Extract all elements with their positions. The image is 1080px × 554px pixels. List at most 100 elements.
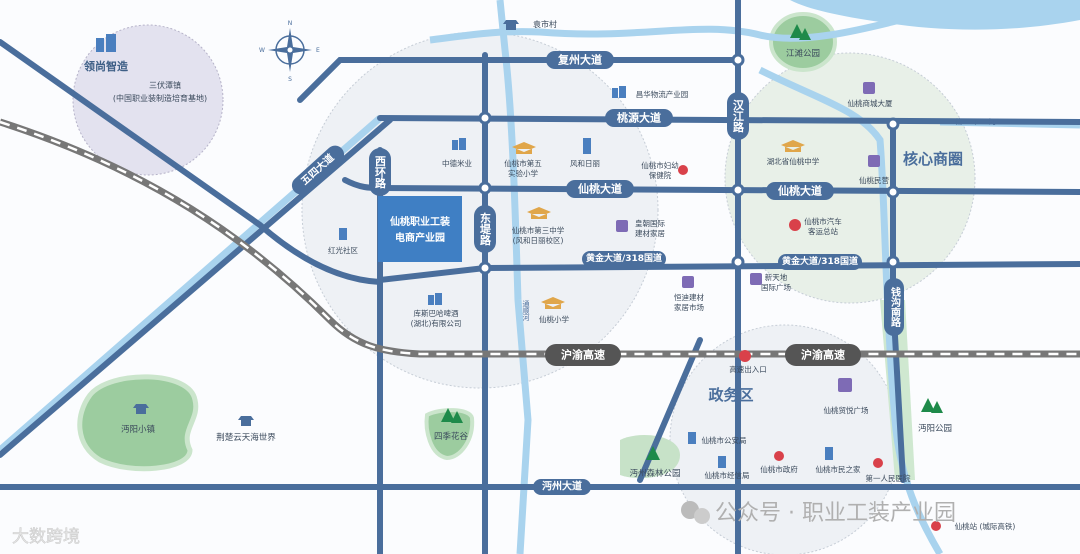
junction xyxy=(731,255,745,269)
road-label-hanjiang: 汉江路 xyxy=(727,92,749,140)
building-icon xyxy=(825,447,833,460)
compass-icon: N S E W xyxy=(259,20,320,83)
road-label-xiantao: 仙桃大道 xyxy=(566,180,634,198)
poi-school-5-sub: 实验小学 xyxy=(508,168,538,178)
poi-hengdi-sub: 家居市场 xyxy=(674,302,704,312)
graduation-cap-icon xyxy=(781,140,805,152)
poi-siji: 四季花谷 xyxy=(434,431,469,442)
building-icon xyxy=(612,88,618,98)
poi-jiangtan-park: 江滩公园 xyxy=(786,48,820,59)
building-icon xyxy=(583,138,591,154)
bus-station-icon xyxy=(789,219,801,231)
poi-xiantao-primary: 仙桃小学 xyxy=(539,314,569,324)
poi-hengdi: 恒迪建材 xyxy=(674,292,704,302)
building-icon xyxy=(619,86,626,98)
shopping-bag-icon xyxy=(838,378,852,392)
graduation-cap-icon xyxy=(512,142,536,154)
poi-maoyi: 仙桃贸悦广场 xyxy=(824,405,869,415)
svg-text:钱沟南路: 钱沟南路 xyxy=(889,286,901,328)
northwest-road[interactable] xyxy=(0,39,383,285)
graduation-cap-icon xyxy=(527,207,551,219)
poi-school-3: 仙桃市第三中学 xyxy=(512,225,565,235)
poi-hongguang: 红光社区 xyxy=(328,245,358,255)
poi-mianyang-town: 沔阳小镇 xyxy=(121,424,156,435)
svg-text:公众号 · 职业工装产业园: 公众号 · 职业工装产业园 xyxy=(715,501,956,526)
poi-mingyue: 仙桃民营 xyxy=(859,175,889,185)
shopping-bag-icon xyxy=(682,276,694,288)
svg-text:沪渝高速: 沪渝高速 xyxy=(561,348,605,362)
svg-text:黄金大道/318国道: 黄金大道/318国道 xyxy=(782,255,858,267)
road-label-huyu: 沪渝高速 xyxy=(545,344,621,366)
industrial-park-block[interactable] xyxy=(378,196,462,262)
junction xyxy=(886,185,900,199)
north-river xyxy=(429,16,901,44)
building-icon xyxy=(435,293,442,305)
poi-hospital-1: 第一人民医院 xyxy=(866,473,911,483)
zone-gov-label: 政务区 xyxy=(708,386,753,404)
tree-icon xyxy=(441,408,463,423)
sanfutan-circle xyxy=(72,24,224,176)
river-label-xianxia: 仙下河 xyxy=(955,117,1006,126)
hanjiang-river xyxy=(790,0,1080,30)
poi-yuanshi: 袁市村 xyxy=(533,19,557,29)
park-label-line1: 仙桃职业工装 xyxy=(390,215,450,228)
shopping-bag-icon xyxy=(868,155,880,167)
zone-core-label: 核心商圈 xyxy=(903,150,963,168)
road-label-fuzhou: 复州大道 xyxy=(546,51,614,69)
poi-citizen-home: 仙桃市民之家 xyxy=(816,464,861,474)
shopping-icons xyxy=(616,82,880,392)
road-label-huyu-east: 沪渝高速 xyxy=(785,344,861,366)
building-icon xyxy=(452,140,458,150)
tree-icons xyxy=(441,24,943,460)
svg-text:黄金大道/318国道: 黄金大道/318国道 xyxy=(586,252,662,264)
svg-text:汉江路: 汉江路 xyxy=(732,98,745,133)
poi-police: 仙桃市公安局 xyxy=(702,435,747,445)
poi-forest-park: 沔州森林公园 xyxy=(629,468,680,479)
poi-sanfutan: 三伏潭镇 xyxy=(149,80,181,90)
road-label-huangjin: 黄金大道/318国道 xyxy=(582,251,666,267)
poi-fuyou: 仙桃市妇幼 xyxy=(641,160,679,170)
pavilion-icons xyxy=(133,20,519,426)
wusi-road[interactable] xyxy=(0,117,393,458)
junction xyxy=(478,111,492,125)
junction xyxy=(478,261,492,275)
wechat-watermark: 公众号 · 职业工装产业园 xyxy=(681,501,956,526)
park-label-line2: 电商产业园 xyxy=(395,231,445,244)
building-icon xyxy=(718,456,726,468)
poi-school-3-sub: (风和日丽校区) xyxy=(513,235,564,245)
graduation-cap-icon xyxy=(541,297,565,309)
poi-bus-station-sub: 客运总站 xyxy=(808,226,838,236)
core-business-circle xyxy=(724,52,976,304)
jiangtan-park xyxy=(769,12,837,72)
poi-sanfutan-sub: (中国职业装制造培育基地) xyxy=(113,93,207,103)
junction xyxy=(886,255,900,269)
tongshun-river xyxy=(496,0,532,554)
poi-shangcheng: 仙桃商城大厦 xyxy=(848,98,893,108)
red-markers xyxy=(678,165,941,531)
svg-text:桃源大道: 桃源大道 xyxy=(617,111,661,125)
railway-station-icon xyxy=(931,521,941,531)
pavilion-icon xyxy=(503,20,519,30)
building-icons xyxy=(96,34,833,468)
expressway-dash xyxy=(0,120,1080,356)
poi-school-5: 仙桃市第五 xyxy=(504,158,542,168)
building-icon xyxy=(106,34,116,52)
poi-mianyang-park: 沔阳公园 xyxy=(918,424,952,434)
junction xyxy=(478,181,492,195)
poi-huangchao: 皇朝国际 xyxy=(635,218,665,228)
poi-fenghe: 风和日丽 xyxy=(570,159,600,168)
road-label-mianzhou: 沔州大道 xyxy=(533,479,591,495)
svg-text:沪渝高速: 沪渝高速 xyxy=(801,348,845,362)
poi-government: 仙桃市政府 xyxy=(760,464,798,474)
poi-jingchu: 荆楚云天海世界 xyxy=(216,432,276,443)
road-label-huangjin-east: 黄金大道/318国道 xyxy=(778,254,862,270)
shopping-bag-icon xyxy=(750,273,762,285)
svg-text:W: W xyxy=(259,47,265,54)
pavilion-icon xyxy=(133,404,149,414)
poi-xintiandi: 新天地 xyxy=(765,272,788,282)
government-icon xyxy=(774,451,784,461)
pavilion-icon xyxy=(238,416,254,426)
building-icon xyxy=(96,38,104,52)
svg-text:E: E xyxy=(316,47,320,54)
